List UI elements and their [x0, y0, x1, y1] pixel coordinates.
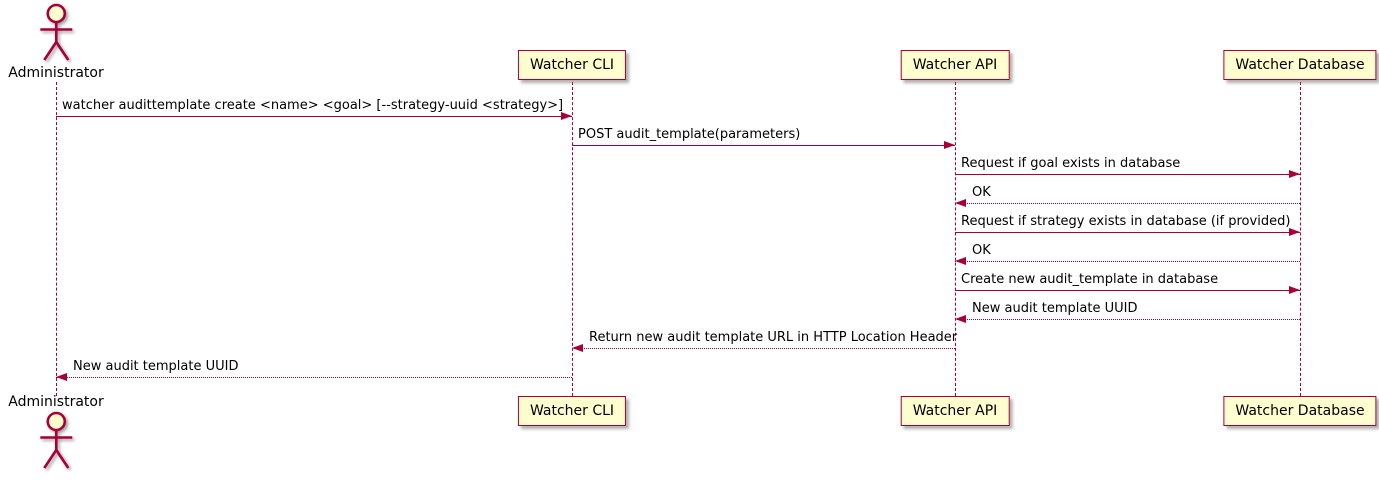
actor-administrator-top: Administrator	[8, 3, 104, 82]
lifeline-watcher-api	[955, 82, 956, 396]
message-label-2: POST audit_template(parameters)	[578, 127, 801, 142]
actor-icon	[40, 411, 72, 469]
arrowhead-icon	[1289, 227, 1300, 236]
lifeline-watcher-database	[1300, 82, 1301, 396]
message-line-10	[56, 377, 572, 378]
actor-figure	[34, 3, 78, 65]
arrowhead-icon	[1289, 285, 1300, 294]
participant-watcher-cli-top: Watcher CLI	[517, 50, 627, 80]
arrowhead-icon	[1289, 169, 1300, 178]
participant-watcher-api-bottom: Watcher API	[900, 396, 1010, 426]
lifeline-administrator	[56, 82, 57, 396]
actor-label: Administrator	[8, 394, 104, 410]
message-label-3: Request if goal exists in database	[961, 156, 1181, 171]
message-label-9: Return new audit template URL in HTTP Lo…	[589, 330, 958, 345]
message-label-10: New audit template UUID	[73, 359, 239, 374]
arrowhead-icon	[944, 140, 955, 149]
message-label-7: Create new audit_template in database	[961, 272, 1219, 287]
message-line-4	[955, 203, 1300, 204]
arrowhead-icon	[955, 256, 966, 265]
message-label-1: watcher audittemplate create <name> <goa…	[62, 98, 564, 113]
message-line-9	[572, 348, 955, 349]
arrowhead-icon	[955, 314, 966, 323]
actor-icon	[40, 3, 72, 61]
participant-watcher-database-top: Watcher Database	[1223, 50, 1377, 80]
message-label-4: OK	[972, 185, 991, 200]
message-line-2	[572, 145, 955, 146]
message-line-5	[955, 232, 1300, 233]
message-line-3	[955, 174, 1300, 175]
actor-administrator-bottom: Administrator	[8, 394, 104, 473]
message-line-7	[955, 290, 1300, 291]
message-label-5: Request if strategy exists in database (…	[961, 214, 1291, 229]
participant-watcher-api-top: Watcher API	[900, 50, 1010, 80]
arrowhead-icon	[955, 198, 966, 207]
actor-label: Administrator	[8, 65, 104, 81]
arrowhead-icon	[572, 343, 583, 352]
message-label-8: New audit template UUID	[972, 301, 1138, 316]
message-line-8	[955, 319, 1300, 320]
message-line-6	[955, 261, 1300, 262]
message-line-1	[56, 116, 572, 117]
arrowhead-icon	[56, 372, 67, 381]
lifeline-watcher-cli	[572, 82, 573, 396]
participant-watcher-database-bottom: Watcher Database	[1223, 396, 1377, 426]
participant-watcher-cli-bottom: Watcher CLI	[517, 396, 627, 426]
actor-figure	[34, 411, 78, 473]
arrowhead-icon	[561, 111, 572, 120]
message-label-6: OK	[972, 243, 991, 258]
